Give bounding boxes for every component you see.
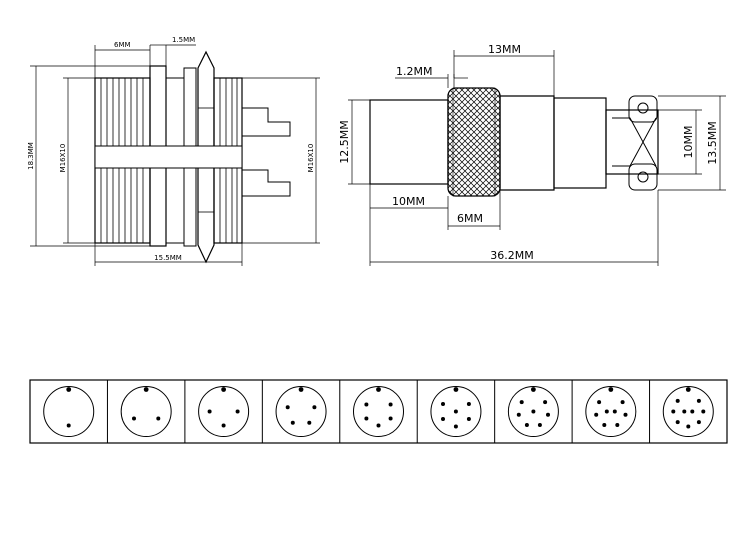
pin-contact xyxy=(453,409,458,414)
pin-face-5 xyxy=(275,386,327,437)
pin-contact xyxy=(696,398,701,403)
pin-contact xyxy=(312,405,317,410)
key-notch xyxy=(685,387,691,392)
pin-contact xyxy=(620,400,625,405)
pin-cells xyxy=(43,380,714,443)
pin-contact xyxy=(235,409,240,414)
key-notch xyxy=(66,387,72,392)
key-notch xyxy=(298,387,304,392)
thread-right-label: M16X10 xyxy=(307,144,315,173)
plug-body xyxy=(499,95,555,191)
dim-1-5mm-label: 1.5MM xyxy=(172,36,195,44)
pin-contact xyxy=(524,423,529,427)
pin-layout-strip xyxy=(29,379,728,444)
pin-contact xyxy=(453,424,458,429)
pin-contact xyxy=(441,417,445,421)
dim-13-5mm-label: 13.5MM xyxy=(706,121,719,164)
pin-contact xyxy=(519,400,524,405)
dim-6mm-plug-label: 6MM xyxy=(457,212,483,225)
pin-contact xyxy=(388,416,393,421)
pin-contact xyxy=(388,402,393,407)
knurled-nut xyxy=(447,87,501,197)
hex-nut xyxy=(197,50,215,264)
pin-contact xyxy=(307,420,312,425)
key-notch xyxy=(530,387,536,392)
pin-contact xyxy=(466,417,471,421)
dim-13mm-label: 13MM xyxy=(488,43,521,56)
pin-contact xyxy=(597,400,602,405)
pin-contact xyxy=(376,423,381,428)
solder-pin-top xyxy=(242,107,291,137)
dim-18-3mm-label: 18.3MM xyxy=(27,142,35,170)
pin-contact xyxy=(156,416,161,421)
pin-contact xyxy=(682,409,687,414)
pin-contact xyxy=(602,423,607,427)
pin-contact xyxy=(531,409,536,414)
pin-contact xyxy=(546,412,550,417)
center-band xyxy=(94,145,243,169)
cable-clamp xyxy=(605,109,659,175)
pin-contact xyxy=(594,412,599,417)
pin-contact xyxy=(66,423,71,428)
pin-face-2 xyxy=(43,386,95,437)
pin-contact xyxy=(285,405,290,410)
pin-contact xyxy=(543,400,548,405)
pin-contact xyxy=(364,402,369,407)
pin-contact xyxy=(612,409,617,414)
pin-contact xyxy=(615,423,620,427)
dim-10mm-right-label: 10MM xyxy=(682,126,695,159)
pin-contact xyxy=(690,409,695,414)
key-notch xyxy=(376,387,381,392)
dim-36-2mm-label: 36.2MM xyxy=(490,249,533,262)
plug-side-view: 13MM 1.2MM 12.5MM 10MM 6MM 10MM 13.5MM 3… xyxy=(338,43,726,266)
pin-contact xyxy=(623,412,628,417)
pin-face-6 xyxy=(353,386,404,437)
socket-side-view: 6MM 1.5MM 18.3MM M16X10 M16X10 15.5MM xyxy=(27,36,320,266)
pin-contact xyxy=(441,402,445,406)
pin-face-10 xyxy=(662,386,714,437)
pin-contact xyxy=(537,423,542,427)
key-notch xyxy=(608,387,614,392)
pin-contact xyxy=(671,409,676,414)
pin-contact xyxy=(132,416,136,421)
rear-body xyxy=(553,97,607,189)
pin-contact xyxy=(466,402,471,406)
pin-contact xyxy=(221,423,226,428)
pin-contact xyxy=(696,420,701,425)
pin-contact xyxy=(604,409,609,414)
key-notch xyxy=(453,387,459,392)
dim-15-5mm-label: 15.5MM xyxy=(154,254,182,262)
dim-10mm-bottom-label: 10MM xyxy=(392,195,425,208)
pin-face-4 xyxy=(198,386,250,437)
pin-contact xyxy=(516,412,521,417)
pin-sleeve xyxy=(369,99,449,185)
dim-1-2mm-label: 1.2MM xyxy=(396,65,432,78)
pin-face-3 xyxy=(120,386,172,437)
solder-pin-bottom xyxy=(242,169,291,197)
thread-left-label: M16X10 xyxy=(59,144,67,173)
pin-contact xyxy=(207,409,212,414)
key-notch xyxy=(221,387,227,392)
pin-contact xyxy=(701,409,706,414)
pin-face-9 xyxy=(585,386,637,437)
pin-contact xyxy=(675,420,680,425)
pin-contact xyxy=(290,420,295,425)
pin-contact xyxy=(686,424,691,429)
pin-contact xyxy=(364,416,369,421)
key-notch xyxy=(143,387,149,392)
pin-contact xyxy=(675,398,680,403)
dim-6mm-label: 6MM xyxy=(114,41,131,49)
dim-12-5mm-label: 12.5MM xyxy=(338,120,351,163)
